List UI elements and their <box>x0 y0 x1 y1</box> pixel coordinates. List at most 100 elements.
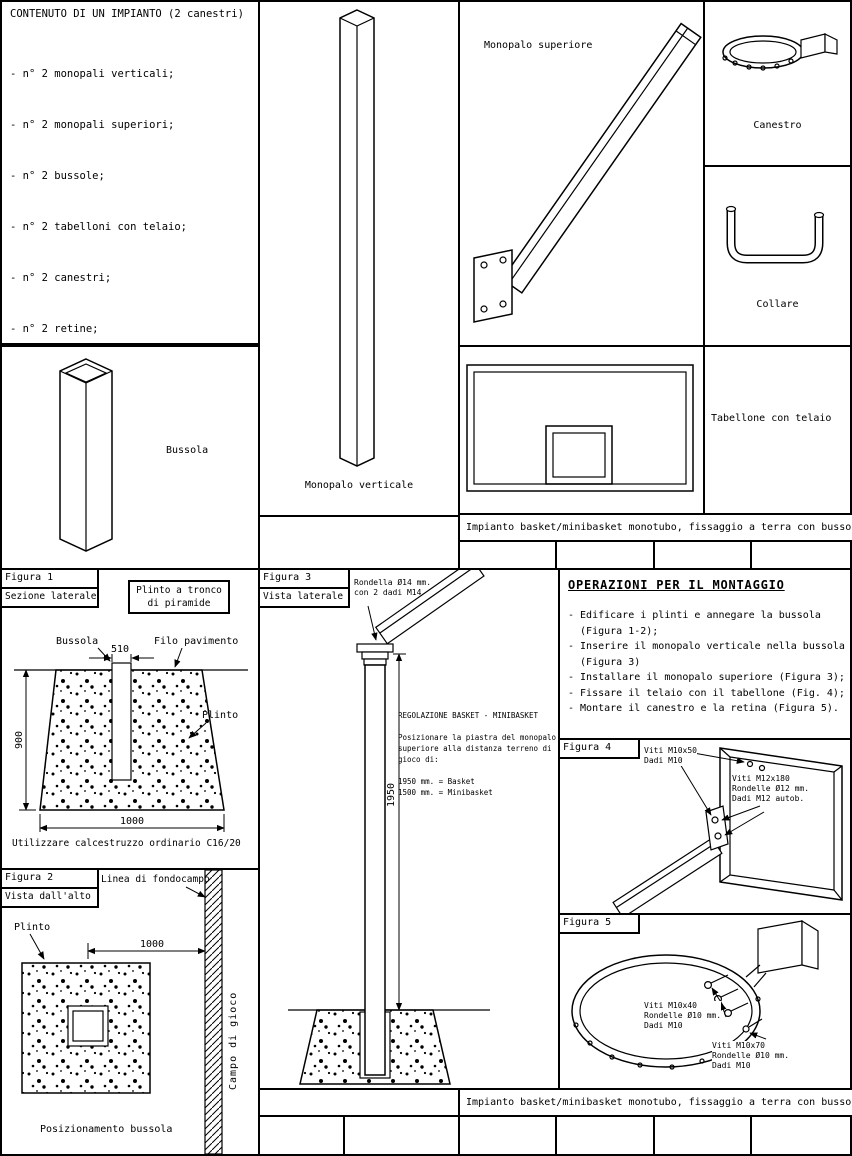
operazioni-step: - Edificare i plinti e annegare la busso… <box>568 610 821 621</box>
target-square-inner <box>552 432 606 478</box>
dado-m14 <box>361 651 389 660</box>
bussola-opening <box>64 363 108 383</box>
dim-1000: 1000 <box>140 939 164 950</box>
fondocampo-strip <box>204 870 223 1154</box>
operazioni-step: (Figura 3) <box>568 656 641 668</box>
figura5-tab: Figura 5 <box>560 915 640 934</box>
panel-figura3: 1950 Figura 3 Vista laterale Rondella Ø1… <box>260 570 558 1088</box>
contenuto-item: - n° 2 monopali verticali; <box>10 68 175 80</box>
canestro-label: Canestro <box>753 120 802 131</box>
leader-lines <box>711 987 767 1040</box>
monopalo-superiore-drawing <box>473 22 702 323</box>
panel-monopalo-verticale: Monopalo verticale <box>260 2 458 515</box>
svg-text:Bussola: Bussola <box>56 636 98 647</box>
dim-1950-group: 1950 <box>386 653 406 1011</box>
panel-operazioni: OPERAZIONI PER IL MONTAGGIO - Edificare … <box>560 570 850 738</box>
titleblock-cell <box>557 542 653 568</box>
monopalo-superiore-beam <box>374 570 485 645</box>
panel-figura2: Plinto 1000 Figura 2 Vista dall'alto Lin… <box>2 870 258 1154</box>
regolazione-title: REGOLAZIONE BASKET - MINIBASKET <box>398 711 538 720</box>
backboard-inner <box>473 371 687 485</box>
svg-text:Plinto: Plinto <box>202 710 238 721</box>
ring-outer <box>571 954 761 1068</box>
filo-pavimento-callout: Filo pavimento <box>154 636 238 668</box>
backboard-frame <box>466 364 694 492</box>
operazioni-step: - Installare il monopalo superiore (Figu… <box>568 672 845 683</box>
figura2-caption: Posizionamento bussola <box>40 1124 173 1135</box>
collar-tube-fill <box>728 209 822 262</box>
campo-di-gioco-label: Campo di gioco <box>228 991 239 1090</box>
tabellone-label: Tabellone con telaio <box>711 413 832 424</box>
ring-inner <box>729 40 797 64</box>
banner-top: Impianto basket/minibasket monotubo, fis… <box>460 515 852 540</box>
dim-900-group: 900 <box>14 669 52 811</box>
rondella-line2: con 2 dadi M14 <box>354 588 422 597</box>
figura1-tab: Figura 1 <box>2 570 99 589</box>
figura3-drawing: 1950 <box>288 570 490 1085</box>
plinto-box-line1: Plinto a tronco <box>136 585 222 596</box>
collar-tube-outline <box>726 209 824 264</box>
panel-figura4: Figura 4 Viti M10x50 Dadi M10 Viti M12x1… <box>560 740 850 913</box>
ring-inner <box>579 962 753 1060</box>
dim-1000-group: 1000 <box>87 939 206 959</box>
monopalo-verticale-drawing <box>339 9 375 467</box>
junction-plate <box>356 643 394 653</box>
figura5-drawing <box>571 919 819 1070</box>
rondella-14 <box>363 658 387 666</box>
operazioni-title: OPERAZIONI PER IL MONTAGGIO <box>568 578 785 592</box>
bussola-slot <box>111 662 132 781</box>
plinto-callout: Plinto <box>188 710 238 739</box>
titleblock-cell <box>345 1117 458 1154</box>
figura2-drawing: Plinto 1000 <box>14 870 223 1154</box>
contenuto-item: - n° 2 tabelloni con telaio; <box>10 221 188 233</box>
titleblock-cell <box>260 1117 343 1154</box>
figura3-tab: Figura 3 <box>260 570 350 589</box>
svg-text:Plinto: Plinto <box>14 922 50 933</box>
monopalo-verticale-label: Monopalo verticale <box>304 480 414 491</box>
monopalo-superiore-label: Monopalo superiore <box>484 40 593 51</box>
svg-text:Filo pavimento: Filo pavimento <box>154 636 238 647</box>
contenuto-title: CONTENUTO DI UN IMPIANTO (2 canestri) <box>10 8 244 20</box>
viti-m12x180-label: Viti M12x180 Rondelle Ø12 mm. Dadi M12 a… <box>732 774 810 804</box>
bracket-flange <box>801 919 819 970</box>
plinto-section <box>39 669 225 811</box>
leader-lines <box>679 751 765 836</box>
operazioni-step: - Fissare il telaio con il tabellone (Fi… <box>568 687 845 699</box>
panel-bussola: Bussola <box>2 347 258 568</box>
bussola-label: Bussola <box>166 445 209 456</box>
titleblock-cell <box>460 542 555 568</box>
plinto-box-label: Plinto a tronco di piramide <box>128 580 230 614</box>
bussola-plan-inner <box>72 1010 104 1042</box>
viti-m10x40-label: Viti M10x40 Rondelle Ø10 mm. Dadi M10 <box>644 1001 722 1031</box>
bolts <box>711 760 766 840</box>
ring-bracket-flange <box>824 33 838 55</box>
regolazione-basket: 1950 mm. = Basket <box>398 777 475 786</box>
bracket-plate <box>757 920 803 974</box>
ring-bracket <box>800 33 826 59</box>
panel-figura1: 510 Bussola Filo pavimento Plinto 900 <box>2 570 258 868</box>
target-square-outer <box>545 425 613 485</box>
regolazione-minibasket: 1500 mm. = Minibasket <box>398 788 493 797</box>
monopalo-superiore-beam <box>612 837 723 913</box>
collar-end-left <box>725 205 737 213</box>
bussola-plan-outer <box>67 1005 109 1047</box>
collar-end-right <box>813 211 825 219</box>
panel-figura5: Figura 5 Viti M10x40 Rondelle Ø10 mm. Da… <box>560 915 850 1088</box>
beam <box>501 22 702 294</box>
panel-collare: Collare <box>705 167 850 345</box>
titleblock-cell <box>460 1117 555 1154</box>
regolazione-body: gioco di: <box>398 755 439 764</box>
titleblock-cell <box>655 1117 750 1154</box>
monopalo-post <box>364 664 386 1076</box>
dim-900: 900 <box>14 731 25 749</box>
linea-fondocampo-label: Linea di fondocampo <box>101 874 210 885</box>
figura1-drawing: 510 Bussola Filo pavimento Plinto 900 <box>14 636 248 832</box>
net-hooks <box>722 55 794 71</box>
dim-1000-group: 1000 <box>39 814 225 832</box>
rondella-leader <box>367 605 378 641</box>
operazioni-step: (Figura 1-2); <box>568 625 659 637</box>
titleblock-cell <box>557 1117 653 1154</box>
operazioni-step: - Montare il canestro e la retina (Figur… <box>568 703 839 714</box>
tabellone-drawing <box>466 364 694 492</box>
plate-bolt-holes <box>480 256 507 313</box>
